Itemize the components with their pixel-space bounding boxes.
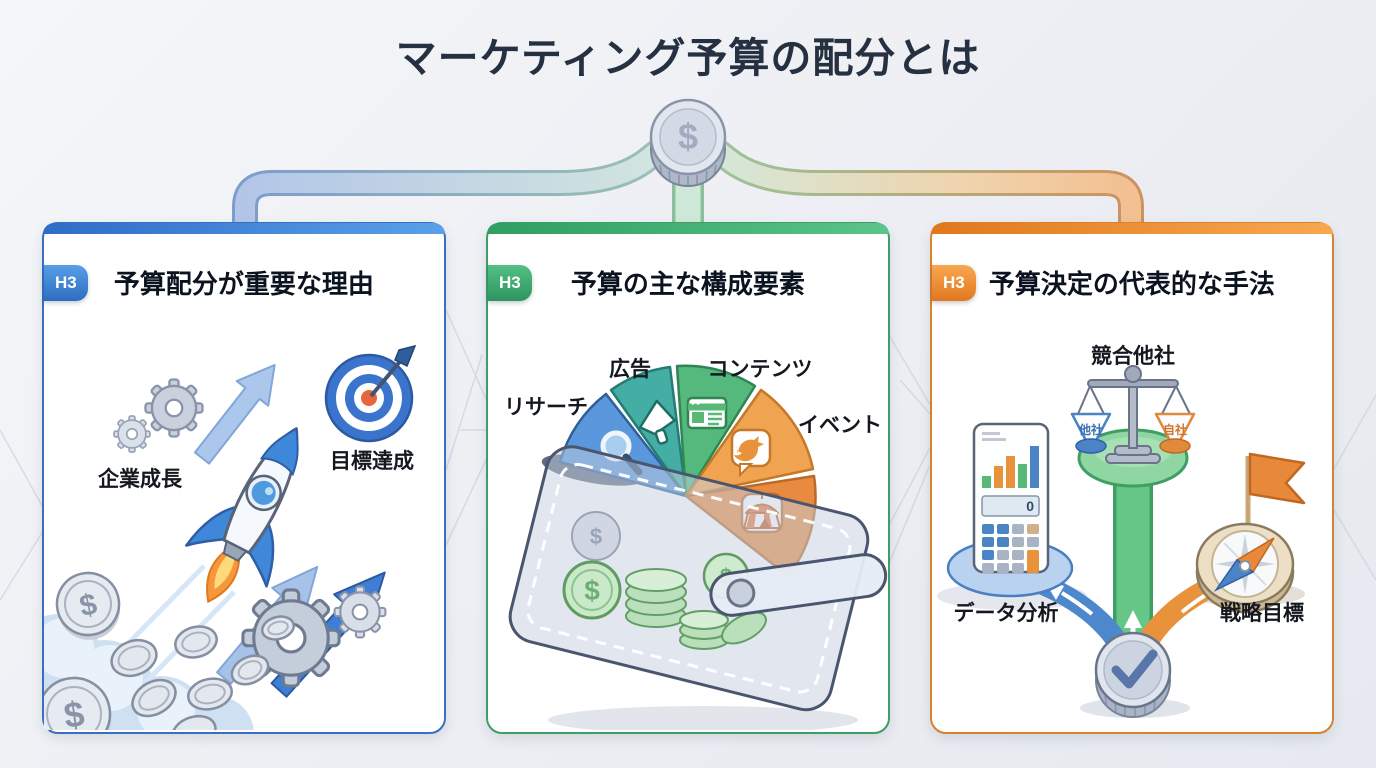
twitter-bird-icon [730,428,772,478]
right-connector-tube [699,131,1144,227]
card-top-accent-bar [43,223,445,234]
label-data-analysis: データ分析 [954,601,1059,625]
label-research: リサーチ [504,396,588,419]
coins-icon: $ $ [44,571,295,730]
card-title: 予算の主な構成要素 [570,269,805,299]
gears-icon [113,378,204,453]
coin-dollar-symbol: $ [678,116,698,157]
dollar-coin-icon: $ [55,571,121,640]
dollar-coin-icon: $ [44,676,112,730]
growth-arrow-icon [193,364,276,465]
calc-buttons [982,524,1039,573]
label-strategy-goal: 戦略目標 [1220,601,1304,625]
calculator-icon: 0 [946,422,1074,598]
card-title: 予算決定の代表的な手法 [988,269,1275,299]
label-own: 自社 [1163,422,1187,437]
label-competitors: 競合他社 [1091,344,1175,368]
wallet-pie-illustration: $ $ $ リサーチ 広告 コンテン [504,357,888,730]
h3-badge: H3 [932,264,976,301]
target-icon [324,344,417,443]
label-goal-achievement: 目標達成 [330,449,414,473]
check-mark [1111,649,1158,689]
label-others: 他社 [1078,422,1103,437]
card-title: 予算配分が重要な理由 [113,269,374,299]
left-connector-tube [232,131,677,227]
label-content: コンテンツ [708,358,813,381]
scale-pan-own: 自社 [1154,412,1196,454]
rocket-icon [185,427,299,604]
dollar-coin-icon: $ [649,98,727,187]
h3-badge: H3 [488,264,532,301]
compass-icon [1195,452,1306,614]
svg-text:$: $ [77,588,100,624]
label-event: イベント [798,414,882,437]
check-coin-icon [1094,631,1172,718]
browser-icon [686,396,728,430]
flag-icon [1248,452,1306,505]
h3-badge: H3 [44,264,88,301]
balance-scale-icon: 他社 自社 [1070,365,1196,488]
up-arrow [1124,610,1142,628]
calc-display-value: 0 [1026,498,1034,514]
label-ads: 広告 [609,357,651,381]
card-budget-components: H3 予算の主な構成要素 [486,222,890,734]
card-top-accent-bar [931,223,1333,234]
connector-lines: $ [232,98,1144,229]
svg-text:$: $ [590,524,602,549]
card-budget-importance: H3 予算配分が重要な理由 [42,222,446,734]
megaphone-icon [638,399,676,445]
rocket-growth-illustration: $ $ 企業成長 [44,344,417,730]
label-company-growth: 企業成長 [97,467,183,491]
page-title: マーケティング予算の配分とは [395,35,981,81]
card-budget-methods: H3 予算決定の代表的な手法 [930,222,1334,734]
scale-pan-others: 他社 [1070,412,1112,454]
card-top-accent-bar [487,223,889,234]
wallet-shadow [548,706,858,730]
svg-text:$: $ [584,575,600,606]
decision-methods-illustration: 他社 自社 [937,344,1306,718]
wallet-stitching [526,463,852,694]
mini-bar-chart [982,446,1039,488]
wallet-strap [709,553,888,617]
